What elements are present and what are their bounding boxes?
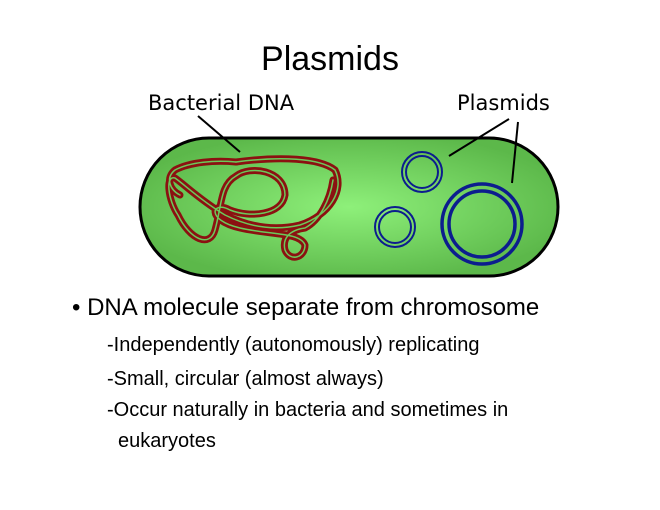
subitem: -Small, circular (almost always) bbox=[107, 368, 384, 390]
slide-title: Plasmids bbox=[261, 40, 399, 78]
subitem: eukaryotes bbox=[118, 430, 216, 452]
label-bacterial-dna: Bacterial DNA bbox=[148, 91, 295, 115]
plasmid-small-top bbox=[401, 151, 443, 193]
subitem: -Independently (autonomously) replicatin… bbox=[107, 334, 480, 356]
subitem: -Occur naturally in bacteria and sometim… bbox=[107, 399, 509, 421]
bullet-marker: • bbox=[72, 294, 81, 321]
plasmid-large bbox=[440, 182, 524, 266]
pointer-lines bbox=[197, 115, 519, 184]
plasmid-small-bottom bbox=[374, 206, 416, 248]
main-bullet: • DNA molecule separate from chromosome bbox=[72, 294, 539, 322]
bacterial-dna bbox=[165, 155, 342, 261]
label-plasmids: Plasmids bbox=[457, 91, 550, 115]
bullet-text: DNA molecule separate from chromosome bbox=[87, 294, 540, 321]
